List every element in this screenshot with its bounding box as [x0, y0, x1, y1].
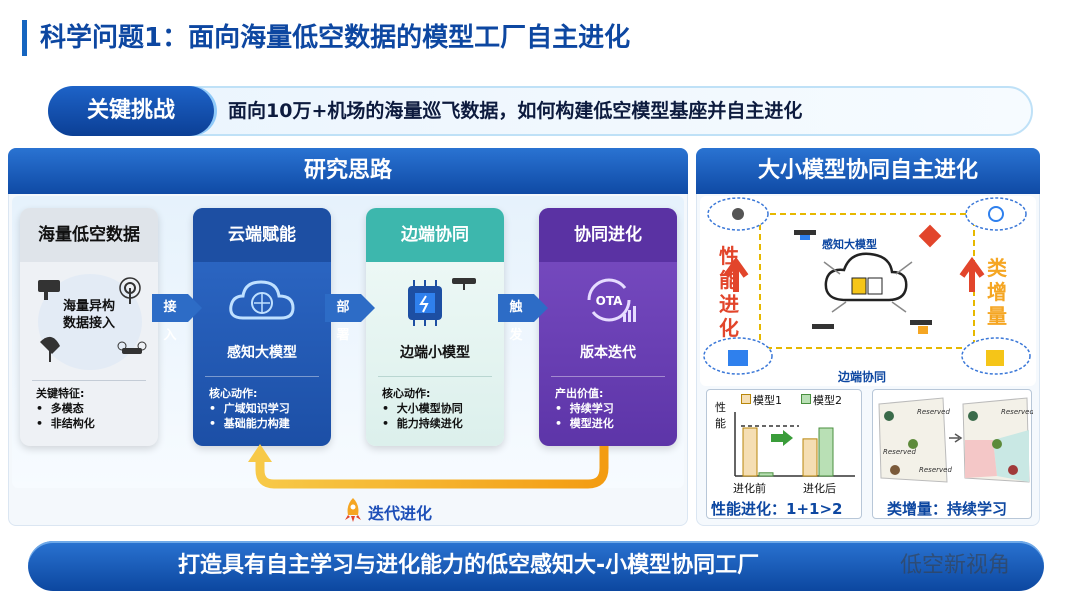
- collab-diagram: 感知大模型 边端协同: [700, 196, 1036, 386]
- divider: [378, 376, 492, 377]
- list-item: • 广域知识学习: [209, 402, 290, 415]
- svg-text:OTA: OTA: [596, 294, 623, 308]
- svg-text:Reserved: Reserved: [883, 448, 916, 456]
- list-item: • 模型进化: [555, 417, 614, 430]
- card-evolve: 协同进化 OTA 版本迭代 产出价值: • 持续学习 • 模型进化: [539, 208, 677, 446]
- legend-label-2: 模型2: [813, 394, 842, 407]
- arrow-deploy: 部署: [325, 294, 375, 343]
- chart-plot: [734, 412, 855, 477]
- conclusion-banner: [28, 541, 1044, 591]
- card-evolve-list: 产出价值: • 持续学习 • 模型进化: [555, 386, 614, 431]
- arrow-ingest: 接入: [152, 294, 202, 343]
- rocket-icon: [345, 498, 361, 522]
- list-item: • 持续学习: [555, 402, 614, 415]
- divider: [32, 380, 146, 381]
- list-item: • 大小模型协同: [382, 402, 463, 415]
- legend-label-1: 模型1: [753, 394, 782, 407]
- card-data-center: 海量异构 数据接入: [62, 299, 115, 331]
- page-title: 科学问题1：面向海量低空数据的模型工厂自主进化: [40, 23, 631, 53]
- card-data: 海量低空数据 海量异构 数据接入 关键特征: • 多模态 • 非结构化: [20, 208, 158, 446]
- card-edge: 边端协同 边端小模型 核心动作: • 大小模型协同 • 能力持续进化: [366, 208, 504, 446]
- chart-x-label-2: 进化后: [803, 482, 836, 495]
- card-cloud-title: 感知大模型: [227, 345, 297, 361]
- card-cloud-head: 云端赋能: [193, 208, 331, 262]
- card-data-list: 关键特征: • 多模态 • 非结构化: [36, 386, 95, 431]
- list-title: 关键特征:: [36, 387, 85, 400]
- chart-bar-2-2: [818, 427, 834, 477]
- conclusion-text: 打造具有自主学习与进化能力的低空感知大-小模型协同工厂: [178, 553, 760, 578]
- svg-text:Reserved: Reserved: [919, 466, 952, 474]
- research-header: 研究思路: [8, 148, 688, 194]
- card-evolve-head: 协同进化: [539, 208, 677, 262]
- legend-swatch-1: [741, 394, 751, 404]
- perf-chart: 性能 模型1 模型2 进化前 进化后 性能进化：1+1>2: [706, 389, 862, 519]
- edge-collab-label: 边端协同: [838, 370, 887, 384]
- watermark: 低空新视角: [900, 553, 1011, 578]
- list-item: • 多模态: [36, 402, 84, 415]
- card-cloud-list: 核心动作: • 广域知识学习 • 基础能力构建: [209, 386, 290, 431]
- iteration-loop-arrow: [248, 444, 609, 489]
- card-edge-title: 边端小模型: [400, 345, 470, 361]
- list-item: • 基础能力构建: [209, 417, 290, 430]
- challenge-text: 面向10万+机场的海量巡飞数据，如何构建低空模型基座并自主进化: [228, 100, 803, 122]
- perf-evolve-vertical: 性能进化: [719, 244, 739, 340]
- title-accent-bar: [22, 20, 27, 56]
- class-incremental-vertical: 类增量: [987, 256, 1007, 328]
- big-model-label: 感知大模型: [822, 238, 877, 251]
- divider: [205, 376, 319, 377]
- chart-bar-1-2: [802, 438, 818, 477]
- chart-ylabel: 性能: [715, 401, 726, 430]
- svg-text:Reserved: Reserved: [1001, 408, 1033, 416]
- class-incremental-art: Reserved Reserved Reserved Reserved: [878, 397, 1033, 483]
- ota-update-icon: OTA: [587, 278, 636, 322]
- perf-caption: 性能进化：1+1>2: [711, 500, 843, 518]
- class-caption: 类增量：持续学习: [887, 500, 1008, 518]
- list-title: 核心动作:: [382, 387, 431, 400]
- legend-swatch-2: [801, 394, 811, 404]
- class-incremental-figure: Reserved Reserved Reserved Reserved 类增量：…: [872, 389, 1033, 519]
- chart-bar-2-1: [758, 472, 774, 477]
- cloud-brain-icon: [229, 280, 295, 320]
- list-item: • 非结构化: [36, 417, 95, 430]
- list-title: 核心动作:: [209, 387, 258, 400]
- svg-text:Reserved: Reserved: [917, 408, 950, 416]
- list-item: • 能力持续进化: [382, 417, 463, 430]
- chip-drone-icon: [408, 278, 476, 326]
- card-cloud: 云端赋能 感知大模型 核心动作: • 广域知识学习 • 基础能力构建: [193, 208, 331, 446]
- collab-header: 大小模型协同自主进化: [696, 148, 1040, 194]
- card-data-head: 海量低空数据: [20, 208, 158, 262]
- divider: [551, 376, 665, 377]
- chart-x-label-1: 进化前: [733, 482, 766, 495]
- card-edge-head: 边端协同: [366, 208, 504, 262]
- data-sources-icon: [38, 274, 147, 370]
- card-evolve-title: 版本迭代: [580, 345, 636, 361]
- challenge-tag: 关键挑战: [48, 86, 214, 136]
- list-title: 产出价值:: [555, 387, 604, 400]
- iteration-label: 迭代进化: [368, 504, 433, 523]
- collab-diagram-art: [703, 197, 1031, 375]
- chart-bar-1-1: [742, 427, 758, 477]
- arrow-trigger: 触发: [498, 294, 548, 343]
- card-edge-list: 核心动作: • 大小模型协同 • 能力持续进化: [382, 386, 463, 431]
